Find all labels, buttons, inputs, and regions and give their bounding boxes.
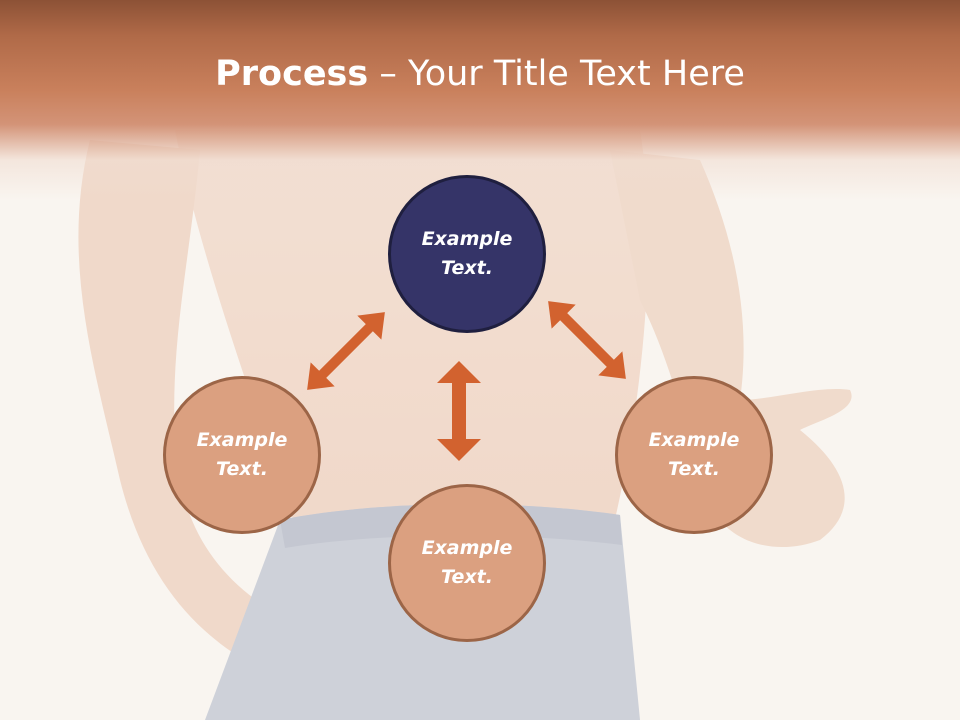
title-rest: Your Title Text Here (407, 54, 745, 94)
arrow-top-left (307, 312, 385, 390)
arrow-vertical (437, 361, 481, 461)
node-top-text: Example Text. (421, 228, 513, 279)
title-bold: Process (215, 54, 369, 94)
title-dash: – (368, 54, 408, 94)
node-right-text: Example Text. (648, 429, 740, 480)
node-left-text: Example Text. (196, 429, 288, 480)
node-bottom: Example Text. (388, 484, 546, 642)
slide-title: Process – Your Title Text Here (0, 52, 960, 96)
node-top: Example Text. (388, 175, 546, 333)
arrow-top-right (548, 301, 626, 379)
node-left: Example Text. (163, 376, 321, 534)
node-right: Example Text. (615, 376, 773, 534)
header-band (0, 0, 960, 200)
node-bottom-text: Example Text. (421, 537, 513, 588)
